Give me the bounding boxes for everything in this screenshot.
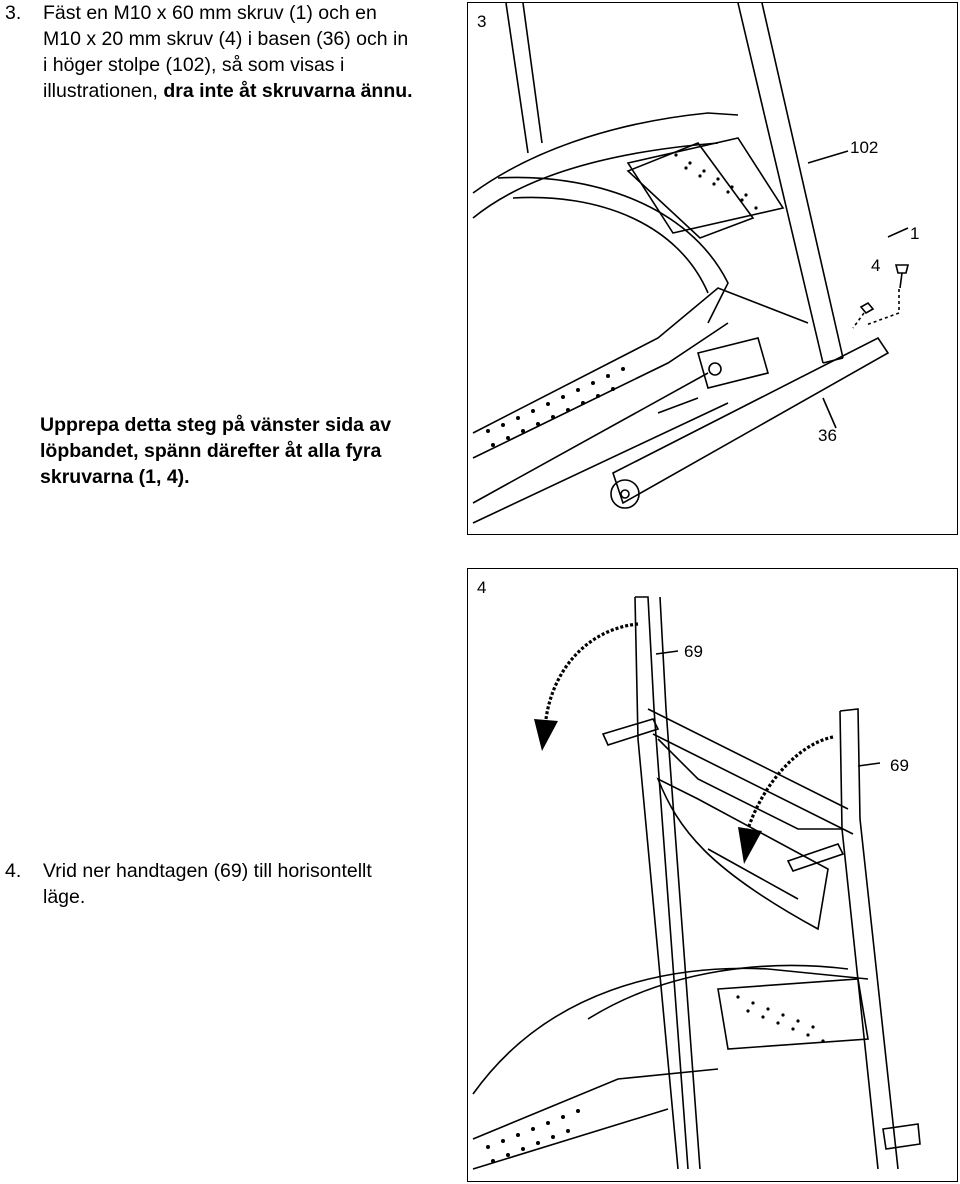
callout-69-left: 69 — [684, 642, 703, 661]
step-3-instructions: 3.Fäst en M10 x 60 mm skruv (1) och en M… — [5, 0, 445, 104]
figure-4-illustration: 69 69 4 — [467, 568, 958, 1182]
step-3-warning: dra inte åt skruvarna ännu. — [163, 80, 413, 102]
step-4-number: 4. — [5, 860, 22, 882]
figure-4-label: 4 — [477, 578, 487, 597]
step-3-line-4: illustrationen, dra inte åt skruvarna än… — [43, 80, 413, 102]
figure-3-label: 3 — [477, 12, 487, 31]
callout-4: 4 — [871, 256, 880, 275]
step-4-line-2: läge. — [43, 886, 86, 908]
callout-1: 1 — [910, 224, 919, 243]
step-3-line-2: M10 x 20 mm skruv (4) i basen (36) och i… — [43, 28, 409, 50]
figure-3-illustration: 102 1 4 36 3 — [467, 2, 958, 535]
treadmill-upright-drawing: 102 1 4 36 — [472, 3, 919, 524]
step-3-line-1: 3.Fäst en M10 x 60 mm skruv (1) och en — [5, 2, 377, 24]
step-3-line-3: i höger stolpe (102), så som visas i — [43, 54, 345, 76]
callout-69-right: 69 — [890, 756, 909, 775]
step-3-number: 3. — [5, 2, 22, 24]
step-4-instructions: 4.Vrid ner handtagen (69) till horisonte… — [5, 858, 445, 910]
step-4-line-1: 4.Vrid ner handtagen (69) till horisonte… — [5, 860, 372, 882]
callout-102: 102 — [850, 138, 878, 157]
treadmill-handles-drawing: 69 69 — [472, 596, 921, 1170]
repeat-note: Upprepa detta steg på vänster sida av lö… — [40, 414, 392, 488]
callout-36: 36 — [818, 426, 837, 445]
